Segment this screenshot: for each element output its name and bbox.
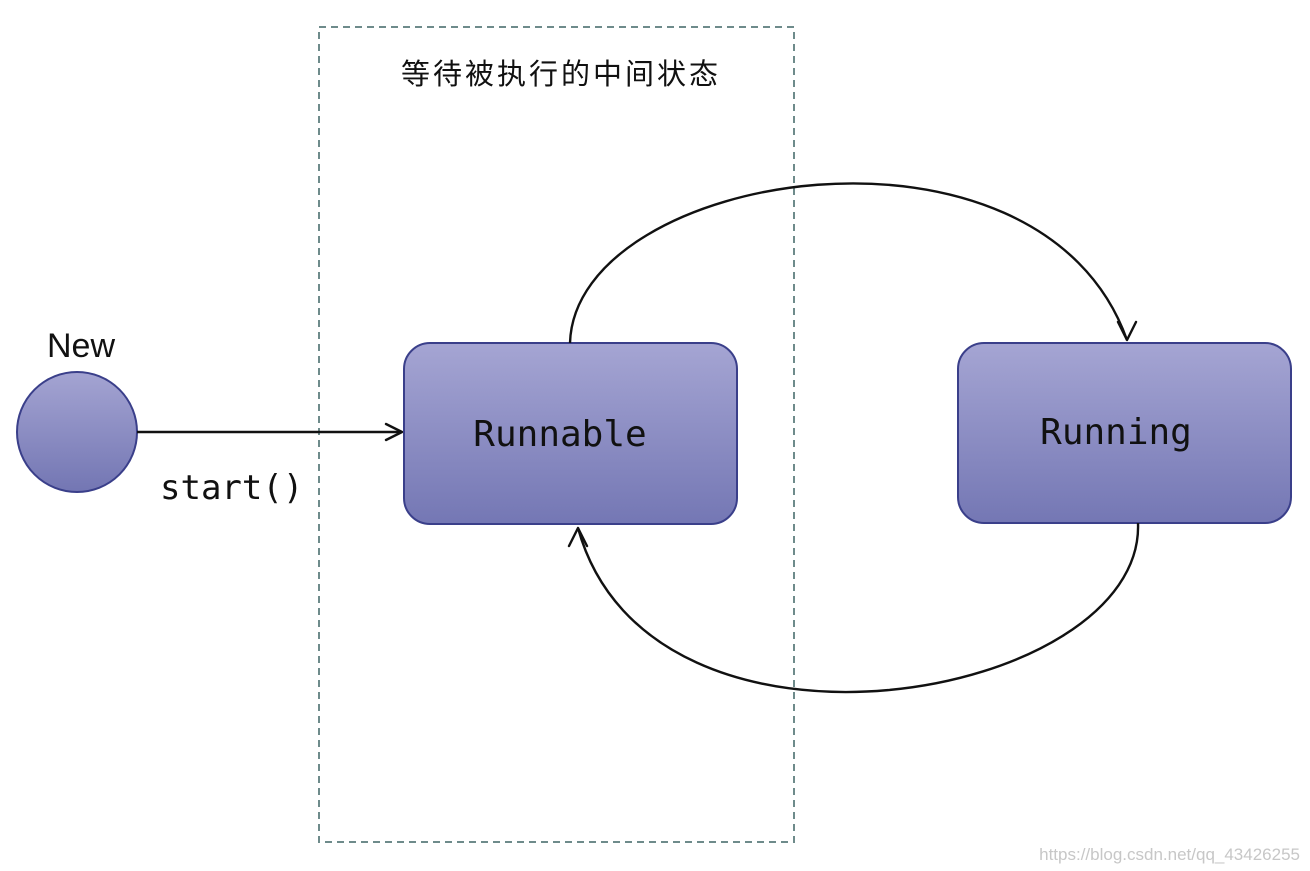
runnable-to-running-edge [568,182,1129,344]
waiting-region-title: 等待被执行的中间状态 [401,57,721,91]
start-transition-arrowhead [384,422,404,442]
initial-state-label: New [47,327,115,365]
watermark-url: https://blog.csdn.net/qq_43426255 [1039,845,1300,864]
start-transition-label: start() [160,468,303,508]
running-to-runnable-edge [576,522,1140,694]
running-state-box [957,342,1292,524]
runnable-state-label: Runnable [473,414,646,455]
waiting-region-box [318,26,795,843]
runnable-to-running-arrowhead [1116,320,1138,342]
running-state-label: Running [1040,412,1192,453]
running-to-runnable-arrowhead [567,526,589,548]
initial-state-node [16,371,138,493]
